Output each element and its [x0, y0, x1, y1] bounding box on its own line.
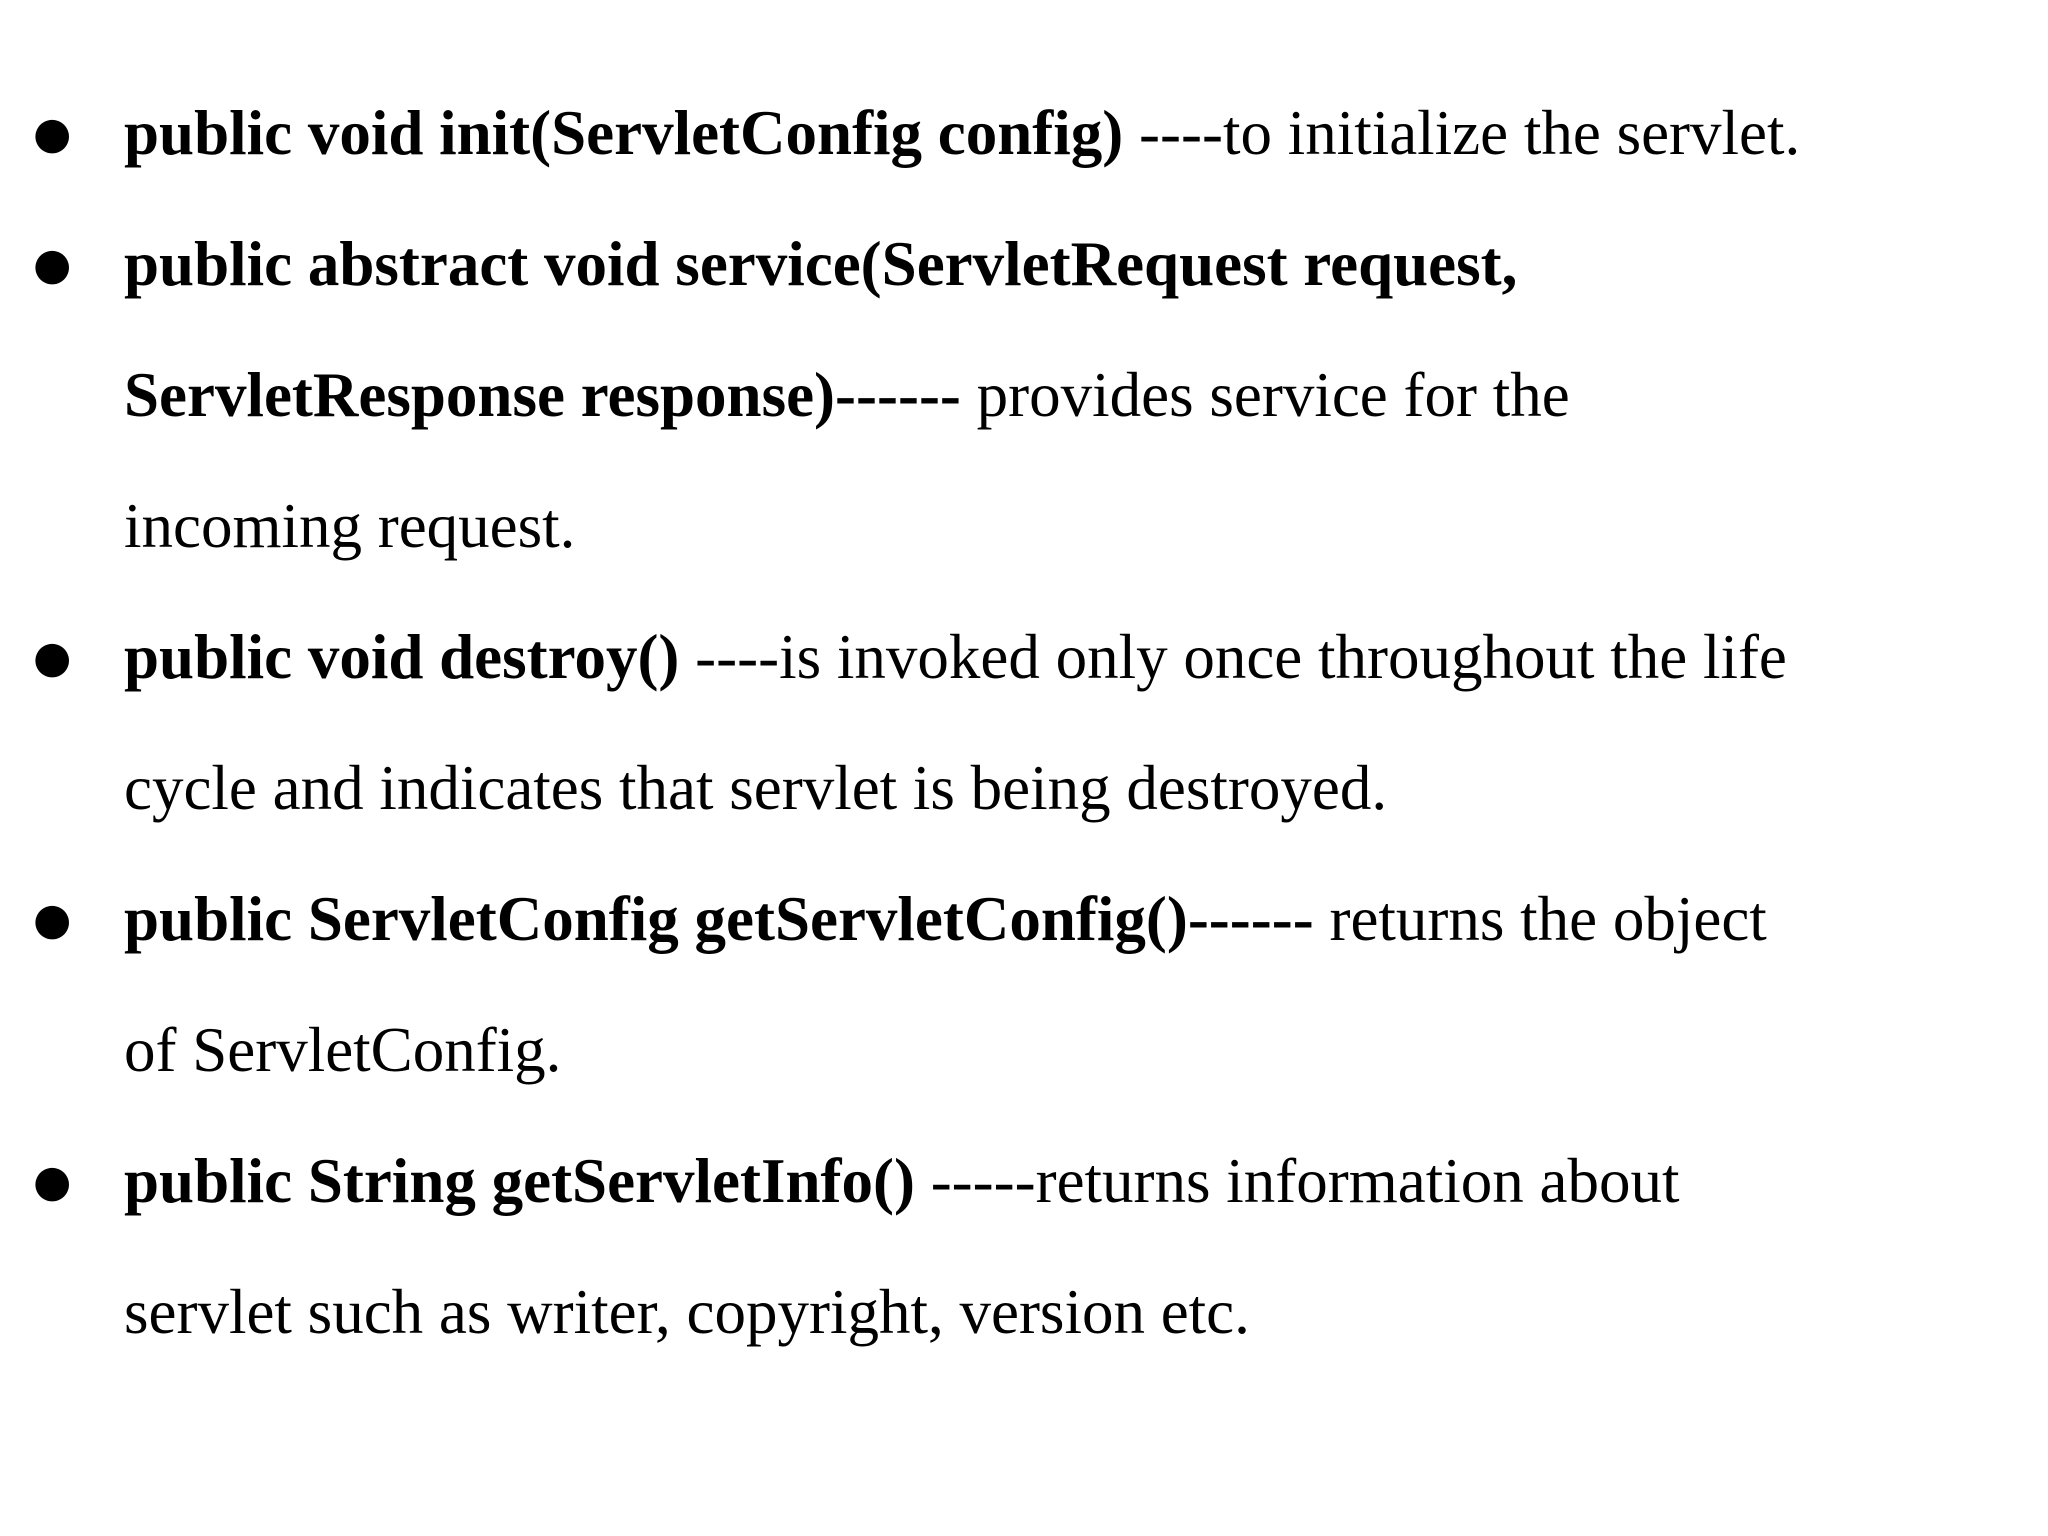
list-item-line: public abstract void service(ServletRequ… [124, 199, 2004, 330]
bullet-icon: ● [33, 108, 72, 159]
list-item-destroy: ● public void destroy() ----is invoked o… [33, 592, 2004, 854]
list-item-line: public ServletConfig getServletConfig()-… [124, 854, 2004, 985]
method-description: returns the object [1313, 884, 1767, 954]
method-description: returns information about [1035, 1146, 1680, 1216]
method-signature: public void init(ServletConfig config) [124, 98, 1124, 168]
list-item-get-servlet-config: ● public ServletConfig getServletConfig(… [33, 854, 2004, 1116]
method-separator: ----- [914, 1146, 1036, 1216]
method-separator: ---- [1123, 98, 1223, 168]
list-item-get-servlet-info: ● public String getServletInfo() -----re… [33, 1116, 2004, 1378]
bullet-icon: ● [33, 894, 72, 945]
method-description: provides service for the [960, 360, 1570, 430]
list-item-init: ● public void init(ServletConfig config)… [33, 68, 2004, 199]
method-separator: ---- [679, 622, 780, 692]
servlet-method-list: ● public void init(ServletConfig config)… [33, 68, 2004, 1378]
method-signature: public void destroy() [124, 622, 680, 692]
list-item-line: incoming request. [124, 461, 2004, 592]
list-item-line: of ServletConfig. [124, 985, 2004, 1116]
list-item-line: ServletResponse response)------ provides… [124, 330, 2004, 461]
method-signature: public ServletConfig getServletConfig()-… [124, 884, 1314, 954]
method-description-continued: of ServletConfig. [124, 1015, 562, 1085]
method-signature-continued: ServletResponse response)------ [124, 360, 961, 430]
method-signature: public abstract void service(ServletRequ… [124, 229, 1518, 299]
list-item-line: public String getServletInfo() -----retu… [124, 1116, 2004, 1247]
method-signature: public String getServletInfo() [124, 1146, 915, 1216]
method-description: is invoked only once throughout the life [779, 622, 1787, 692]
bullet-icon: ● [33, 632, 72, 683]
list-item-service: ● public abstract void service(ServletRe… [33, 199, 2004, 592]
list-item-line: public void destroy() ----is invoked onl… [124, 592, 2004, 723]
list-item-line: servlet such as writer, copyright, versi… [124, 1247, 2004, 1378]
bullet-icon: ● [33, 239, 72, 290]
list-item-line: cycle and indicates that servlet is bein… [124, 723, 2004, 854]
method-description-continued: incoming request. [124, 491, 576, 561]
list-item-line: public void init(ServletConfig config) -… [124, 68, 2004, 199]
method-description-continued: servlet such as writer, copyright, versi… [124, 1277, 1250, 1347]
bullet-icon: ● [33, 1156, 72, 1207]
method-description: to initialize the servlet. [1222, 98, 1801, 168]
method-description-continued: cycle and indicates that servlet is bein… [124, 753, 1388, 823]
